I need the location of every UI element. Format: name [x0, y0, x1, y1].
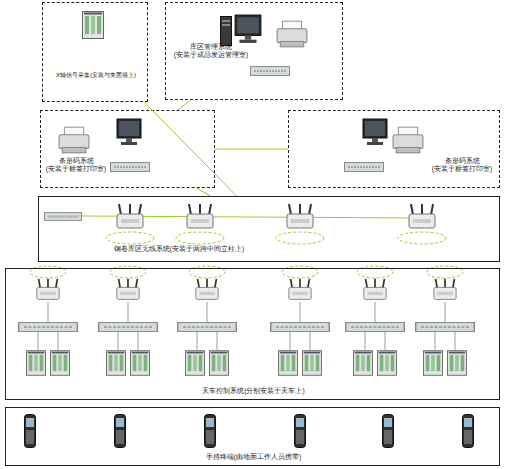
subsystem-box: 条形码系统 (安装于标签打印室) [288, 110, 500, 188]
network-switch [251, 67, 290, 76]
monitor [117, 119, 141, 145]
node-label: 条形码系统 (安装于标签打印室) [43, 157, 109, 173]
network-link [196, 188, 210, 196]
system-band: 天车控制系统(分别安装于天车上) [5, 268, 500, 400]
subsystem-box: 条形码系统 (安装于标签打印室) [40, 110, 215, 188]
wireless-ap [117, 204, 143, 228]
node-label: 手持终端(由地面工作人员携带) [6, 453, 501, 461]
monitor [235, 15, 261, 43]
network-link [215, 149, 288, 150]
network-switch [111, 163, 150, 172]
system-band: 钢卷库区无线系统(安装于两跨中间立柱上) [38, 196, 500, 262]
wireless-ap [287, 204, 313, 228]
wireless-ap [187, 204, 213, 228]
printer [59, 127, 89, 153]
node-label: X轴信号采集(安装与夹面墙上) [45, 71, 147, 79]
computer-tower [221, 17, 232, 46]
network-link [178, 100, 191, 110]
subsystem-box: X轴信号采集(安装与夹面墙上) [42, 2, 148, 102]
network-switch [345, 163, 384, 172]
node-label: 条形码系统 (安装于标签打印室) [429, 157, 495, 173]
monitor [363, 119, 387, 145]
system-band: 手持终端(由地面工作人员携带) [5, 407, 500, 466]
signal-module [83, 12, 104, 39]
crane-unit [19, 279, 475, 375]
handheld-terminal [25, 415, 474, 448]
network-switch [44, 212, 81, 220]
printer [277, 21, 307, 47]
network-link [144, 102, 236, 196]
node-label: 库区管理系统 (安装于成品发运管理室) [170, 43, 252, 59]
cable [38, 302, 455, 350]
node-label: 天车控制系统(分别安装于天车上) [6, 387, 501, 395]
wireless-ap [409, 204, 435, 228]
printer [393, 127, 423, 153]
node-label: 钢卷库区无线系统(安装于两跨中间立柱上) [79, 245, 279, 253]
wireless-signal [106, 232, 446, 244]
subsystem-box: 库区管理系统 (安装于成品发运管理室) [165, 2, 343, 100]
